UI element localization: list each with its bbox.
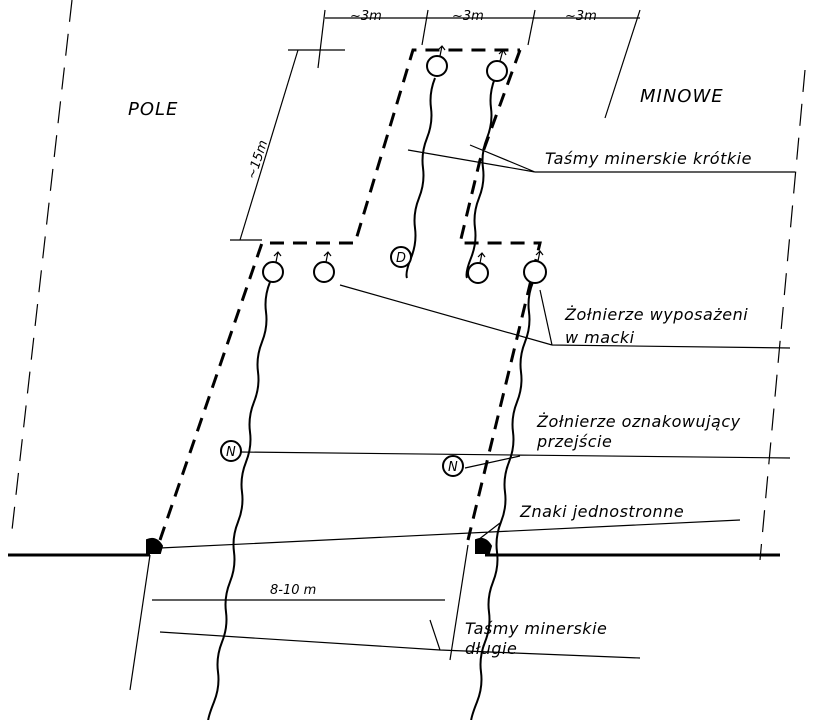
- marker-n-right-label: N: [448, 460, 458, 475]
- soldier-mid-2: [313, 261, 335, 283]
- probe-arrow-4: [323, 251, 332, 263]
- leader-marking-soldiers: [239, 451, 791, 469]
- soldier-mid-4: [523, 260, 547, 284]
- soldier-mid-3: [467, 262, 489, 284]
- commander-d-marker: [390, 246, 412, 268]
- top-dim-tick-1: [317, 9, 326, 69]
- soldier-top-right: [486, 60, 508, 82]
- one-sided-sign-left: [146, 537, 164, 554]
- label-marking-soldiers-1: Żołnierze oznakowujący: [536, 412, 741, 431]
- label-long-tapes-1: Taśmy minerskie: [465, 619, 607, 638]
- dim-left-label: ~3m: [350, 9, 382, 24]
- dim-height-label: ~15m: [245, 138, 272, 181]
- label-minowe: MINOWE: [640, 86, 724, 107]
- probe-arrow-1: [437, 45, 446, 57]
- dim-width-label: 8-10 m: [270, 583, 316, 598]
- top-dim-tick-2: [421, 9, 429, 46]
- label-soldiers-probes-2: w macki: [565, 328, 635, 347]
- label-marking-soldiers-2: przejście: [536, 432, 612, 451]
- passage-outline-right: [458, 49, 542, 541]
- soldier-mid-1: [262, 261, 284, 283]
- minefield-left-boundary: [11, 0, 73, 531]
- leader-soldiers-probes: [339, 284, 791, 349]
- probe-arrow-5: [477, 252, 486, 264]
- passage-outline-left: [158, 48, 520, 541]
- long-mine-tape-right: [470, 281, 534, 720]
- marker-n-right: [442, 455, 464, 477]
- probe-arrow-6: [535, 250, 544, 262]
- probe-arrow-2: [498, 49, 507, 62]
- top-dim-tick-4: [604, 9, 641, 119]
- label-short-mine-tapes: Taśmy minerskie krótkie: [545, 149, 752, 168]
- top-dim-tick-3: [527, 9, 536, 46]
- height-dim-line: [239, 49, 299, 241]
- leader-long-tapes: [159, 619, 641, 659]
- minefield-right-boundary: [759, 69, 806, 561]
- short-mine-tape-left: [405, 77, 436, 279]
- label-long-tapes-2: długie: [465, 639, 517, 658]
- passage-lower-left: [129, 554, 151, 691]
- marker-n-left: [220, 440, 242, 462]
- dim-mid-label: ~3m: [452, 9, 484, 24]
- commander-d-label: D: [396, 251, 406, 266]
- passage-lower-right: [449, 544, 469, 661]
- label-soldiers-probes-1: Żołnierze wyposażeni: [564, 305, 748, 324]
- long-mine-tape-left: [207, 281, 271, 720]
- leader-one-sided-signs: [159, 519, 741, 549]
- marker-n-left-label: N: [226, 445, 236, 460]
- leader-short-tapes: [407, 144, 795, 173]
- label-pole: POLE: [128, 99, 178, 120]
- one-sided-sign-right: [475, 537, 493, 554]
- soldier-top-left: [426, 55, 448, 77]
- short-mine-tape-right: [465, 77, 496, 279]
- probe-arrow-3: [273, 251, 282, 263]
- dim-right-label: ~3m: [565, 9, 597, 24]
- label-one-sided-signs: Znaki jednostronne: [519, 502, 684, 521]
